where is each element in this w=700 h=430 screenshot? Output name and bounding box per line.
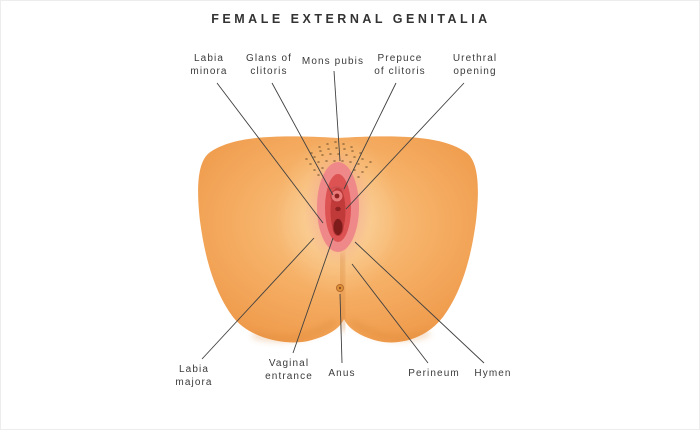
leader-labia-majora [201,237,315,360]
anus-dot [338,286,342,290]
label-line: clitoris [250,66,288,77]
label-line: of clitoris [374,66,426,77]
diagram-title: FEMALE EXTERNAL GENITALIA [211,12,491,26]
leader-glans-clitoris [271,82,334,196]
label-line: majora [175,377,213,388]
leader-perineum [351,263,429,364]
label-line: Labia [179,364,209,375]
label-labia-majora: Labia majora [175,363,212,389]
gluteal-cleft-shadow [339,252,347,332]
label-line: Hymen [474,368,512,379]
urethral-opening-dot [335,206,341,212]
leader-urethral-opening [345,82,465,210]
label-mons-pubis: Mons pubis [302,55,364,68]
label-glans-of-clitoris: Glans of clitoris [246,52,292,78]
leader-anus [339,293,343,364]
label-urethral-opening: Urethral opening [453,52,497,78]
vaginal-opening-shape [332,218,344,236]
label-line: Labia [194,53,224,64]
label-line: entrance [265,371,313,382]
label-line: minora [190,66,228,77]
label-line: Perineum [408,368,460,379]
label-prepuce-of-clitoris: Prepuce of clitoris [374,52,426,78]
label-vaginal-entrance: Vaginal entrance [265,357,313,383]
leader-prepuce [343,82,397,190]
left-fold-shadow [252,318,337,342]
label-hymen: Hymen [474,367,511,380]
glans-center [334,193,340,199]
leader-labia-minora [216,82,324,224]
leader-hymen [354,241,485,364]
right-fold-shadow [349,318,430,341]
leader-lines [201,70,485,364]
label-labia-minora: Labia minora [190,52,227,78]
label-line: Prepuce [377,53,423,64]
label-perineum: Perineum [408,367,460,380]
label-line: Vaginal [268,358,310,369]
leader-vaginal-entrance [292,237,334,354]
leader-mons-pubis [333,70,341,162]
label-line: Glans of [245,53,293,64]
label-anus: Anus [328,367,355,380]
label-line: opening [453,66,497,77]
label-line: Urethral [452,53,498,64]
label-line: Anus [328,368,356,379]
label-line: Mons pubis [301,56,365,67]
